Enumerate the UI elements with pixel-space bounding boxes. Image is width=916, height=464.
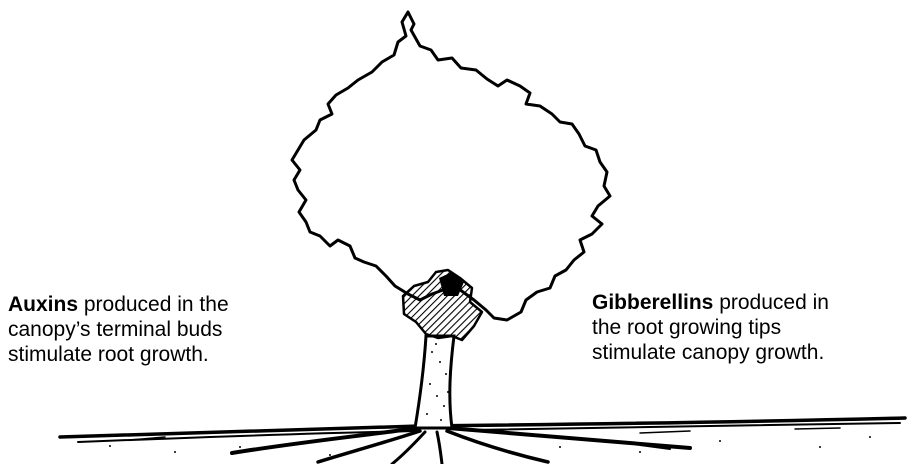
auxins-caption-line3: stimulate root growth. — [8, 343, 209, 366]
gibberellins-line1-rest: produced in — [713, 291, 829, 314]
gibberellins-term: Gibberellins — [592, 291, 714, 314]
auxins-term: Auxins — [8, 293, 79, 316]
gibberellins-caption-line1: Gibberellins produced in — [592, 290, 829, 315]
auxins-line1-rest: produced in the — [78, 293, 229, 316]
gibberellins-caption: Gibberellins produced in the root growin… — [592, 290, 829, 365]
auxins-caption-line2: canopy’s terminal buds — [8, 318, 223, 341]
gibberellins-caption-line3: stimulate canopy growth. — [592, 341, 825, 364]
gibberellins-caption-line2: the root growing tips — [592, 316, 782, 339]
trunk — [413, 334, 456, 430]
roots — [230, 426, 692, 464]
auxins-caption: Auxins produced in the canopy’s terminal… — [8, 292, 229, 367]
ground-speckles — [109, 436, 871, 456]
canopy-outline — [290, 10, 612, 322]
auxins-caption-line1: Auxins produced in the — [8, 292, 229, 317]
branch-junction — [401, 268, 484, 342]
